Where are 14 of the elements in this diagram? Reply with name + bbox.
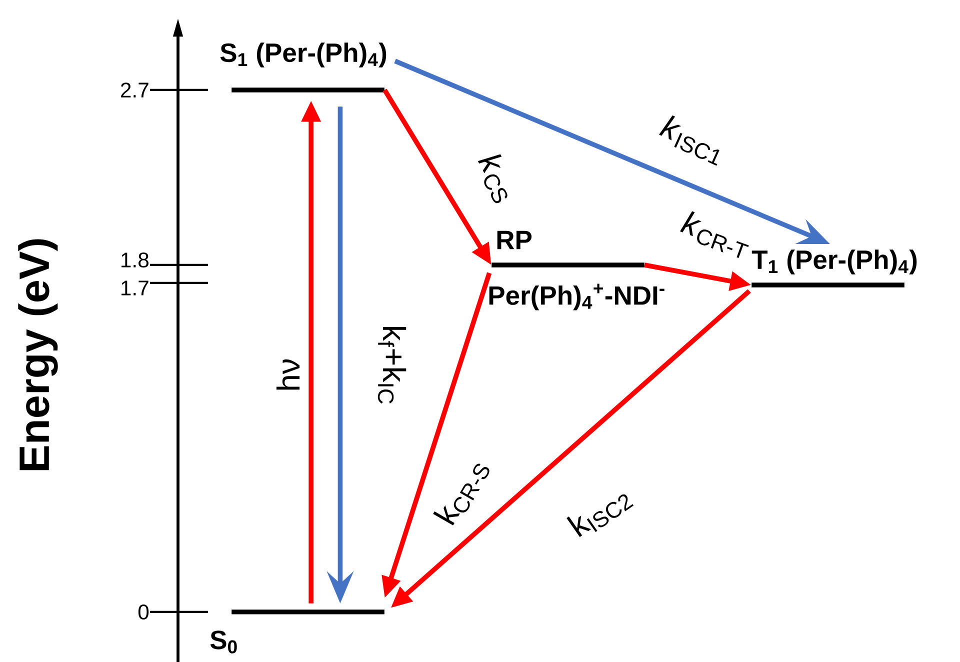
rate-label: hν <box>275 356 301 394</box>
level-label: Per(Ph)$_{4}$$^{+}$-NDI$^{-}$ <box>489 284 664 310</box>
level-label: S$_{1}$ (Per-(Ph)$_{4}$) <box>220 42 386 68</box>
rate-label: k$_{CS}$ <box>471 148 523 208</box>
tick-label: 1.8 <box>122 252 148 268</box>
rate-label: k$_{f}$+k$_{IC}$ <box>378 327 406 404</box>
level-label: T$_{1}$ (Per-(Ph)$_{4}$) <box>752 250 917 274</box>
tick-label: 1.7 <box>122 280 148 296</box>
level-label: RP <box>497 230 532 250</box>
tick-label: 0 <box>138 604 149 620</box>
rate-label: k$_{ISC1}$ <box>654 112 732 168</box>
level-label: S$_{0}$ <box>210 630 237 654</box>
tick-label: 2.7 <box>120 82 148 98</box>
axis-title: Energy (eV) <box>18 239 58 470</box>
